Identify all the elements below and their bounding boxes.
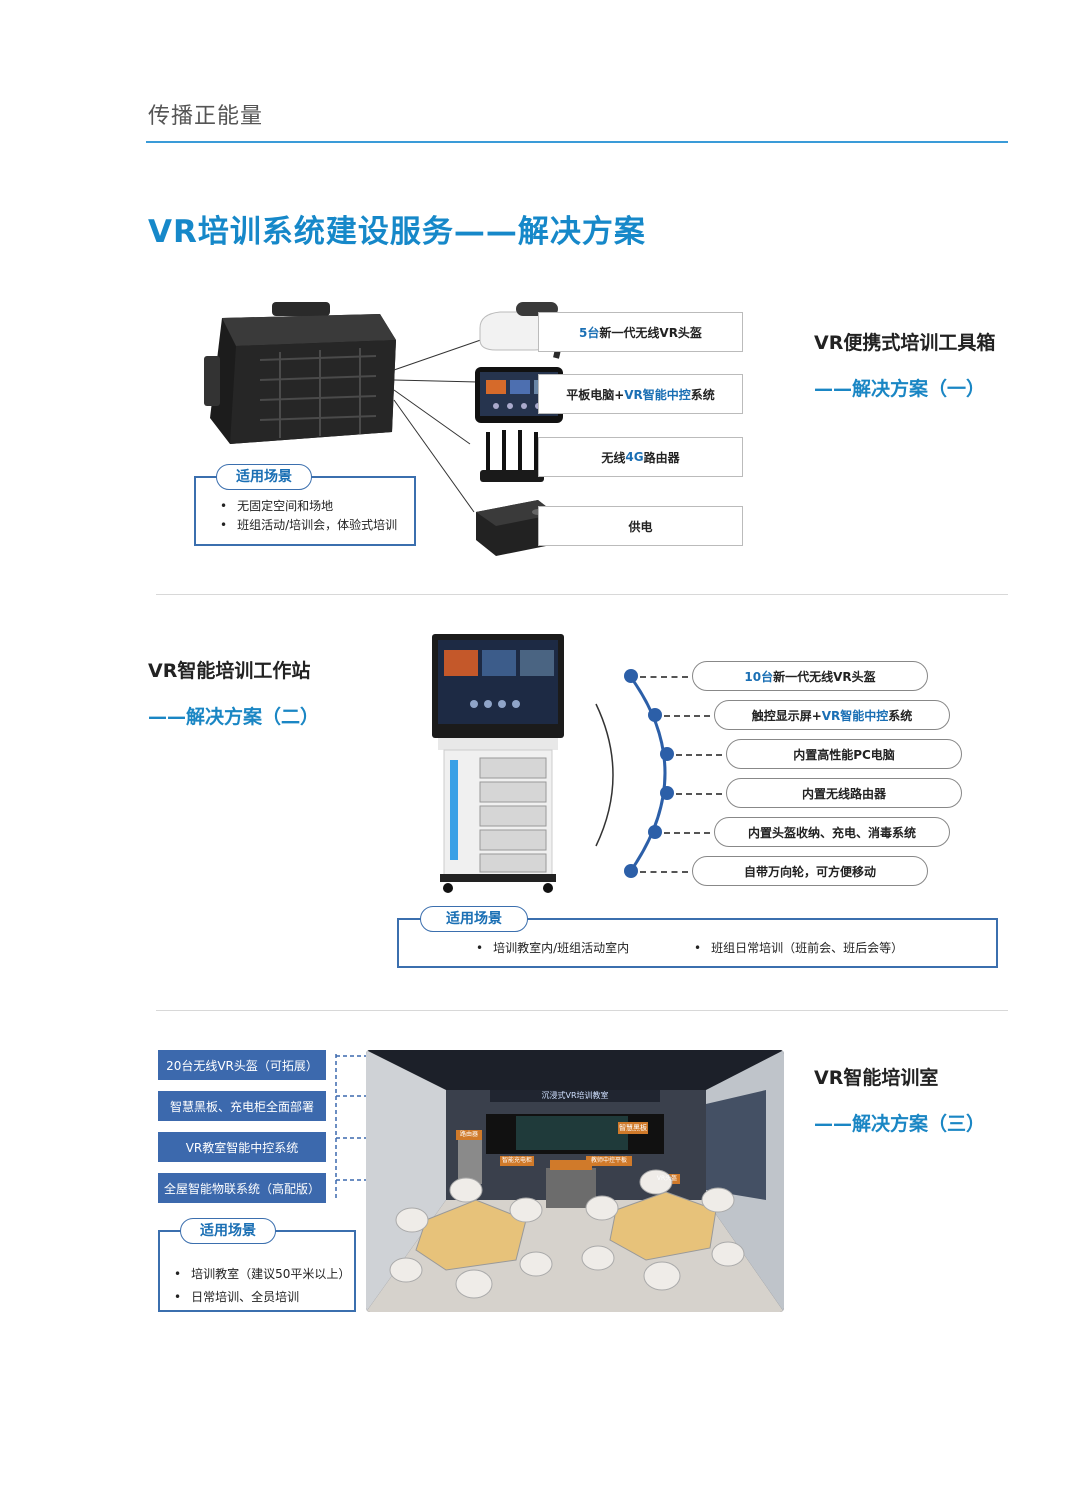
section3-scene-1: 培训教室（建议50平米以上）: [174, 1265, 350, 1282]
room-tag-blackboard: 智慧黑板、充电柜全面部署: [158, 1091, 326, 1121]
section1-scene-1: 无固定空间和场地: [220, 497, 333, 514]
header-divider: [146, 141, 1008, 143]
section3-subtitle: ——解决方案（三）: [814, 1113, 986, 1135]
vr-classroom-image: 沉浸式VR培训教室 智慧黑板 路由器 智能充电柜 教师中控平板 VR头盔: [366, 1050, 784, 1312]
router-image: [480, 430, 544, 482]
section1-subtitle: ——解决方案（一）: [814, 378, 986, 400]
room-headset-label: VR头盔: [656, 1175, 678, 1182]
workstation-image: [432, 634, 564, 893]
toolbox-item-tablet: 平板电脑+VR智能中控系统: [538, 374, 743, 414]
workstation-dot-3: [660, 747, 674, 761]
room-router-label: 路由器: [459, 1131, 478, 1138]
section3-title: VR智能培训室: [814, 1067, 939, 1089]
workstation-item-wheels: 自带万向轮，可方便移动: [692, 856, 928, 886]
section1-scene-2: 班组活动/培训会，体验式培训: [220, 516, 397, 533]
workstation-item-storage: 内置头盔收纳、充电、消毒系统: [714, 817, 950, 847]
room-screen-label: 智慧黑板: [619, 1124, 647, 1132]
workstation-brace: [595, 675, 667, 873]
section3-scene-2: 日常培训、全员培训: [174, 1288, 299, 1305]
section1-scene-label: 适用场景: [216, 464, 312, 490]
workstation-item-headset: 10台新一代无线VR头盔: [692, 661, 928, 691]
toolbox-item-power: 供电: [538, 506, 743, 546]
section-divider-1: [156, 594, 1008, 595]
workstation-dash-5: [664, 832, 710, 834]
workstation-dash-1: [640, 676, 688, 678]
section2-subtitle: ——解决方案（二）: [148, 706, 320, 728]
workstation-dot-5: [648, 825, 662, 839]
toolbox-item-headset: 5台新一代无线VR头盔: [538, 312, 743, 352]
workstation-dot-6: [624, 864, 638, 878]
section-divider-2: [156, 1010, 1008, 1011]
section2-scene-label: 适用场景: [420, 906, 528, 932]
room-banner-label: 沉浸式VR培训教室: [541, 1091, 609, 1100]
page-title: VR培训系统建设服务——解决方案: [148, 214, 646, 250]
workstation-dot-1: [624, 669, 638, 683]
workstation-dash-4: [676, 793, 722, 795]
room-tag-headsets: 20台无线VR头盔（可拓展）: [158, 1050, 326, 1080]
workstation-dash-6: [640, 871, 688, 873]
room-tag-iot: 全屋智能物联系统（高配版）: [158, 1173, 326, 1203]
section1-title: VR便携式培训工具箱: [814, 332, 996, 354]
workstation-item-pc: 内置高性能PC电脑: [726, 739, 962, 769]
power-supply-image: [476, 500, 556, 556]
section2-title: VR智能培训工作站: [148, 660, 311, 682]
workstation-item-router: 内置无线路由器: [726, 778, 962, 808]
section3-scene-label: 适用场景: [180, 1218, 276, 1244]
room-tag-control: VR教室智能中控系统: [158, 1132, 326, 1162]
workstation-dot-4: [660, 786, 674, 800]
workstation-dash-3: [676, 754, 722, 756]
workstation-dot-2: [648, 708, 662, 722]
section2-scene-2: 班组日常培训（班前会、班后会等）: [694, 939, 903, 956]
toolbox-case-image: [204, 302, 396, 444]
room-charger-label: 智能充电柜: [501, 1157, 532, 1164]
workstation-item-touchscreen: 触控显示屏+VR智能中控系统: [714, 700, 950, 730]
workstation-dash-2: [664, 715, 710, 717]
section2-scene-1: 培训教室内/班组活动室内: [476, 939, 629, 956]
brand-slogan: 传播正能量: [148, 104, 264, 129]
vr-headset-image: [479, 302, 562, 359]
room-panel-label: 教师中控平板: [590, 1157, 627, 1164]
